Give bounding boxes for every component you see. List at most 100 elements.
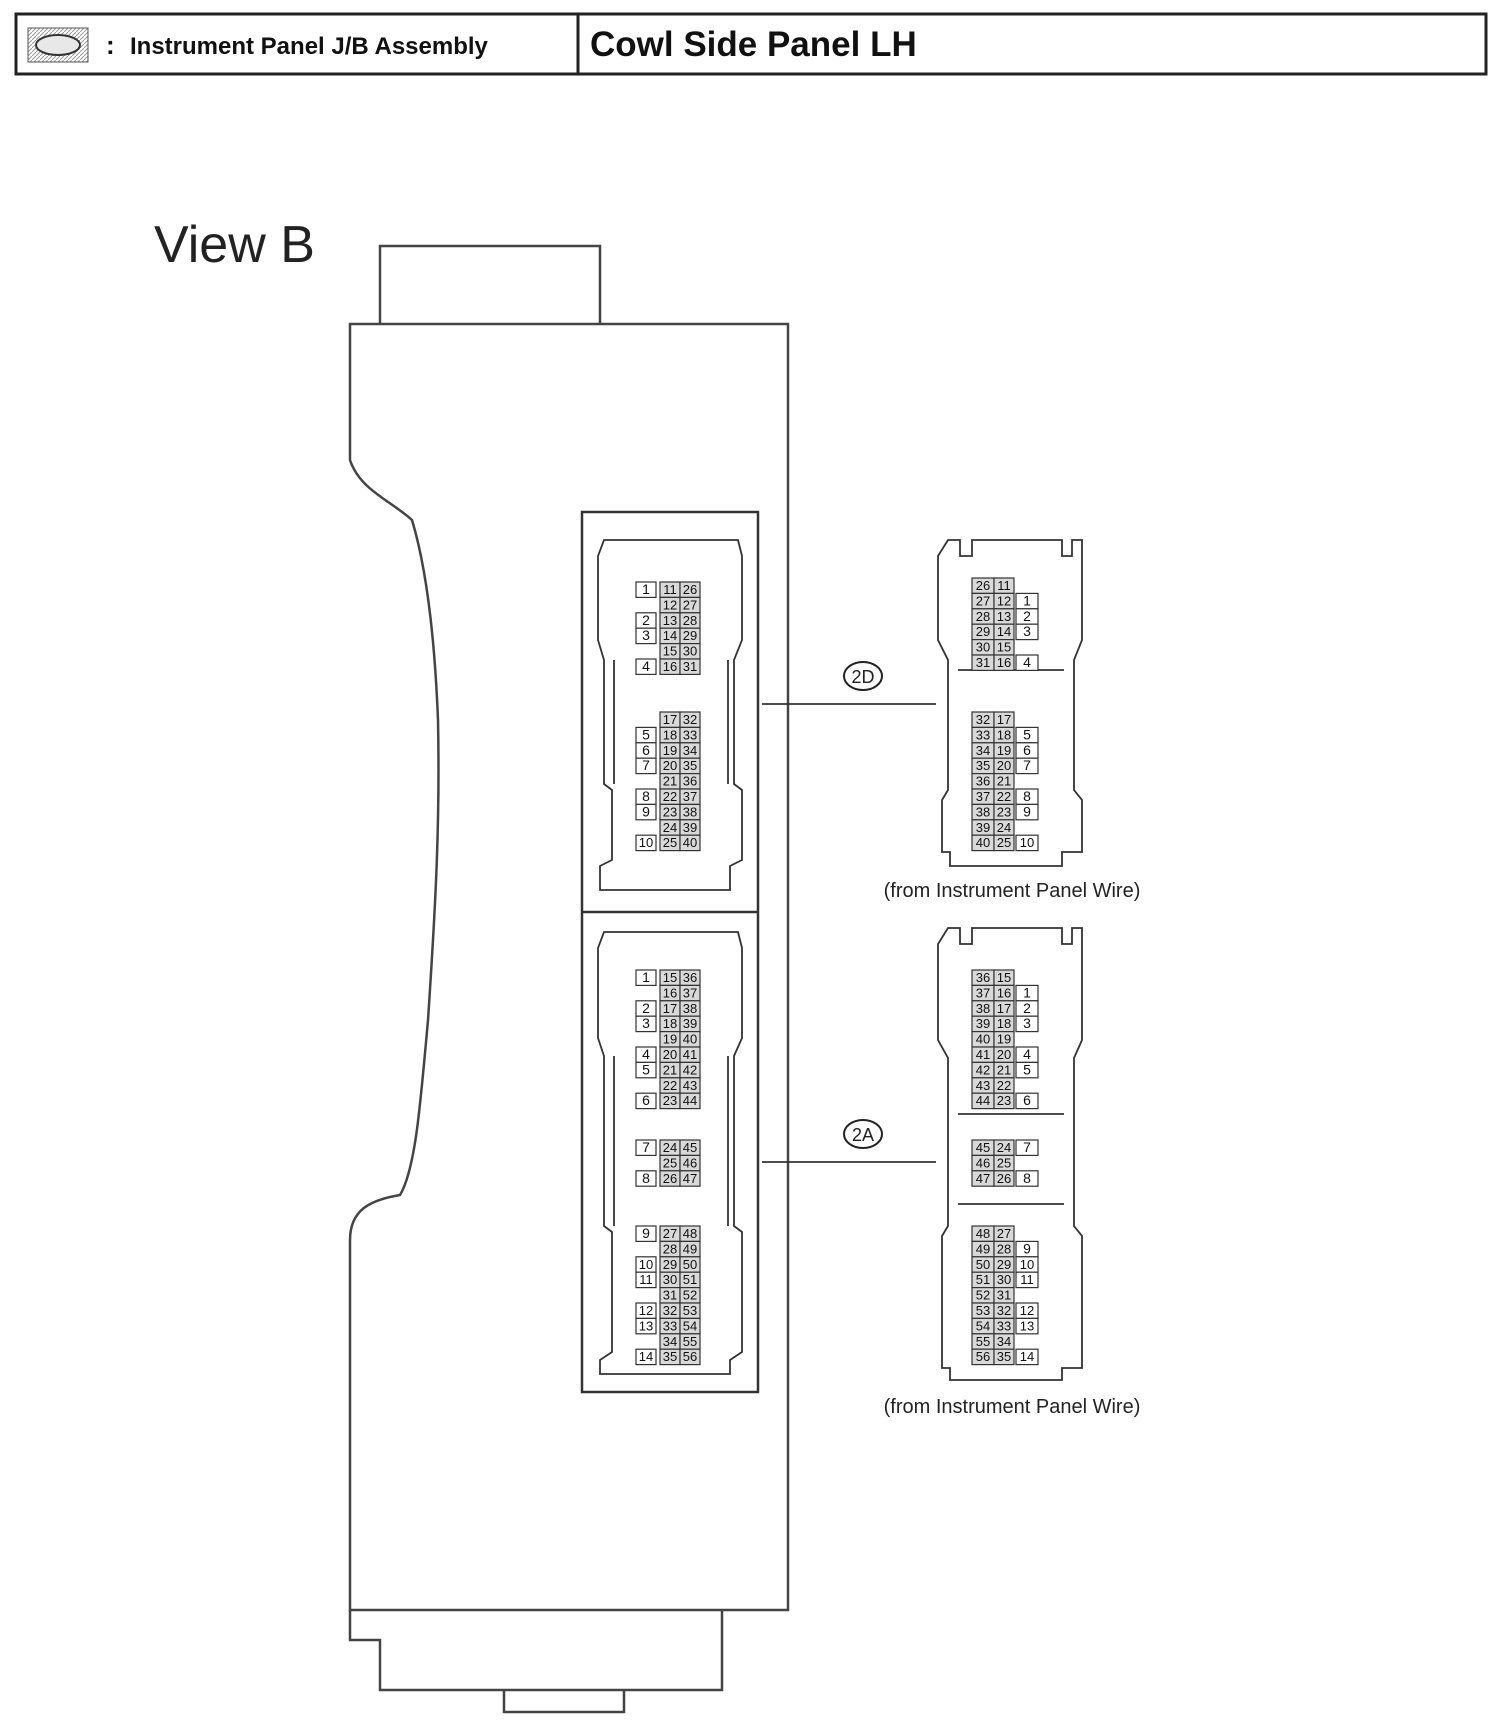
plug-2d-pin-20-label: 20: [997, 758, 1011, 773]
jb-2d-pin-16: 16: [659, 658, 681, 675]
jb-2d-pin-33: 33: [679, 726, 701, 744]
plug-2a-pin-6: 6: [1015, 1092, 1039, 1110]
plug-2d-pin-19: 19: [993, 742, 1015, 759]
jb-2d-pin-9-label: 9: [642, 803, 650, 819]
jb-2d-pin-10: 10: [635, 834, 657, 852]
plug-2d-pin-10-label: 10: [1020, 835, 1034, 850]
plug-2d-pin-13: 13: [993, 608, 1015, 625]
plug-2a-pin-2: 2: [1015, 1000, 1039, 1017]
plug-2d-pin-28-label: 28: [976, 609, 990, 624]
jb-2a-pin-40-label: 40: [683, 1032, 697, 1047]
junction-block-body: [348, 244, 790, 1714]
plug-2a-pin-19: 19: [993, 1030, 1015, 1048]
plug-2d-pin-7-label: 7: [1023, 757, 1031, 773]
plug-2a-pin-17: 17: [993, 1000, 1015, 1017]
jb-2a-pin-11-label: 11: [639, 1272, 653, 1287]
plug-2a-pin-10-label: 10: [1020, 1257, 1034, 1272]
jb-2a-pin-12-label: 12: [639, 1303, 653, 1318]
jb-2a-pin-5-label: 5: [642, 1061, 650, 1077]
plug-2d-pin-8-label: 8: [1023, 788, 1031, 804]
plug-2a-pin-35: 35: [993, 1348, 1015, 1366]
plug-2a-pin-25-label: 25: [997, 1155, 1011, 1170]
callout-2a: 2A: [843, 1119, 883, 1149]
jb-2d-pin-31-label: 31: [683, 659, 697, 674]
jb-2d-pin-28: 28: [679, 612, 701, 629]
plug-2a-pin-21-label: 21: [997, 1062, 1011, 1077]
jb-2d-pin-13-label: 13: [663, 613, 677, 628]
plug-2d-pin-25-label: 25: [997, 835, 1011, 850]
plug-2a-pin-16: 16: [993, 984, 1015, 1002]
plug-2d-pin-15-label: 15: [997, 640, 1011, 655]
plug-2a-pin-29-label: 29: [997, 1257, 1011, 1272]
plug-2a-pin-1-label: 1: [1023, 984, 1031, 1000]
plug-2a-pin-34: 34: [993, 1333, 1015, 1350]
jb-2d-pin-26: 26: [679, 581, 701, 598]
jb-2d-pin-37: 37: [679, 788, 701, 805]
plug-2d-pin-12-label: 12: [997, 593, 1011, 608]
jb-2d-pin-13: 13: [659, 612, 681, 629]
plug-2d-pin-37: 37: [971, 788, 995, 805]
plug-2a-pin-1: 1: [1015, 984, 1039, 1002]
jb-2a-pin-26: 26: [659, 1170, 681, 1187]
plug-2d-pin-12: 12: [993, 592, 1015, 610]
jb-2a-pin-46: 46: [679, 1154, 701, 1172]
plug-2d-pin-2: 2: [1015, 608, 1039, 625]
plug-2a-pin-36-label: 36: [976, 970, 990, 985]
plug-2a-pin-56: 56: [971, 1348, 995, 1366]
jb-2d-pin-34-label: 34: [683, 743, 697, 758]
plug-2d-pin-33-label: 33: [976, 727, 990, 742]
jb-2a-pin-53-label: 53: [683, 1303, 697, 1318]
jb-2a-pin-44-label: 44: [683, 1093, 697, 1108]
plug-2a-pin-51-label: 51: [976, 1272, 990, 1287]
plug-2a-pin-51: 51: [971, 1271, 995, 1289]
plug-2d-pin-18: 18: [993, 726, 1015, 744]
jb-2a-pin-32-label: 32: [663, 1303, 677, 1318]
plug-2d-pin-19-label: 19: [997, 743, 1011, 758]
jb-2a-pin-50: 50: [679, 1256, 701, 1273]
plug-2a-pin-53-label: 53: [976, 1303, 990, 1318]
jb-2d-pin-10-label: 10: [639, 835, 653, 850]
jb-2a-pin-22-label: 22: [663, 1078, 677, 1093]
jb-2a-pin-54: 54: [679, 1317, 701, 1335]
jb-2d-pin-1-label: 1: [642, 581, 650, 597]
jb-2d-pin-40: 40: [679, 834, 701, 852]
plug-2d-pin-3: 3: [1015, 623, 1039, 641]
plug-2d-pin-5: 5: [1015, 726, 1039, 744]
jb-2a-pin-56: 56: [679, 1348, 701, 1366]
plug-2a-pin-43-label: 43: [976, 1078, 990, 1093]
plug-2a-pin-28: 28: [993, 1240, 1015, 1258]
jb-2a-pin-21-label: 21: [663, 1062, 677, 1077]
plug-2a-pin-3-label: 3: [1023, 1015, 1031, 1031]
plug-2a-pin-24-label: 24: [997, 1140, 1011, 1155]
plug-2a-pin-41-label: 41: [976, 1047, 990, 1062]
jb-2d-pin-27: 27: [679, 596, 701, 614]
plug-2d-pin-22: 22: [993, 788, 1015, 805]
jb-2d-pin-18: 18: [659, 726, 681, 744]
jb-2d-pin-3: 3: [635, 627, 657, 645]
plug-2a-pin-5: 5: [1015, 1061, 1039, 1079]
plug-2d-pin-31-label: 31: [976, 655, 990, 670]
plug-2a-pin-25: 25: [993, 1154, 1015, 1172]
plug-2a-pin-9: 9: [1015, 1240, 1039, 1258]
jb-2a-pin-18-label: 18: [663, 1016, 677, 1031]
plug-2a-pin-18: 18: [993, 1015, 1015, 1033]
jb-2a-pin-1: 1: [635, 969, 657, 986]
jb-2a-pin-33-label: 33: [663, 1318, 677, 1333]
plug-2a-pin-46-label: 46: [976, 1155, 990, 1170]
jb-2a-pin-16-label: 16: [663, 985, 677, 1000]
jb-2a-pin-16: 16: [659, 984, 681, 1002]
jb-2a-pin-37-label: 37: [683, 985, 697, 1000]
plug-2a-pin-34-label: 34: [997, 1334, 1011, 1349]
jb-2d-pin-16-label: 16: [663, 659, 677, 674]
jb-2a-pin-47: 47: [679, 1170, 701, 1187]
plug-2a-pin-42: 42: [971, 1061, 995, 1079]
plug-2a-pin-26: 26: [993, 1170, 1015, 1187]
jb-2d-pin-36: 36: [679, 772, 701, 790]
plug-2d-pin-31: 31: [971, 654, 995, 671]
jb-2a-pin-31-label: 31: [663, 1288, 677, 1303]
plug-2a-pin-11-label: 11: [1020, 1272, 1034, 1287]
jb-2a-pin-8-label: 8: [642, 1170, 650, 1186]
plug-2a-pin-42-label: 42: [976, 1062, 990, 1077]
jb-2a-pin-31: 31: [659, 1286, 681, 1304]
jb-socket-2d-housing: [597, 539, 743, 891]
